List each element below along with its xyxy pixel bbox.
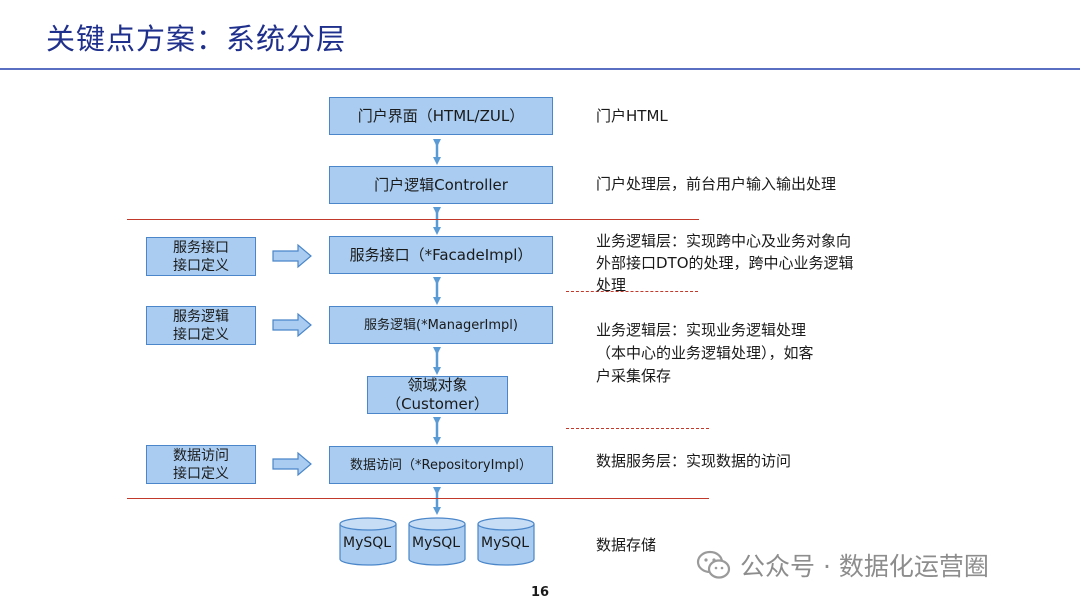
annotation-biz-layer-1-line3: 处理 <box>596 276 627 294</box>
data-access-def-line1: 数据访问 <box>173 447 229 464</box>
service-interface-def-line1: 服务接口 <box>173 239 229 256</box>
page-number: 16 <box>530 585 550 600</box>
block-arrow-dataaccess-def <box>272 451 312 477</box>
annotation-biz-layer-1-line2: 外部接口DTO的处理，跨中心业务逻辑 <box>596 254 854 272</box>
annotation-portal-layer: 门户处理层，前台用户输入输出处理 <box>596 175 837 193</box>
service-interface-def-line2: 接口定义 <box>173 257 229 274</box>
service-interface-def-box: 服务接口 接口定义 <box>146 237 256 276</box>
service-interface-label: 服务接口（*FacadeImpl） <box>349 245 533 264</box>
database-cylinder-3-icon <box>477 517 535 566</box>
block-arrow-interface-def <box>272 243 312 269</box>
portal-ui-box: 门户界面（HTML/ZUL） <box>329 97 553 135</box>
watermark-text: 公众号 · 数据化运营圈 <box>740 552 989 581</box>
service-logic-box: 服务逻辑(*ManagerImpl) <box>329 306 553 344</box>
domain-object-box: 领域对象 （Customer） <box>367 376 508 414</box>
portal-controller-label: 门户逻辑Controller <box>374 175 508 194</box>
data-access-label: 数据访问（*RepositoryImpl） <box>350 457 532 473</box>
annotation-data-storage: 数据存储 <box>596 536 657 554</box>
service-logic-def-box: 服务逻辑 接口定义 <box>146 306 256 345</box>
database-cylinder-2-icon <box>408 517 466 566</box>
divider-dashed-1 <box>566 291 698 292</box>
domain-object-label-line2: （Customer） <box>386 395 489 413</box>
portal-ui-label: 门户界面（HTML/ZUL） <box>357 106 525 125</box>
divider-business-data <box>127 498 709 499</box>
annotation-biz-layer-2-line3: 户采集保存 <box>596 367 672 385</box>
service-logic-def-line1: 服务逻辑 <box>173 308 229 325</box>
divider-presentation-business <box>127 219 699 220</box>
service-logic-label: 服务逻辑(*ManagerImpl) <box>364 317 518 333</box>
annotation-biz-layer-2-line1: 业务逻辑层：实现业务逻辑处理 <box>596 321 807 339</box>
annotation-biz-layer-2-line2: （本中心的业务逻辑处理），如客 <box>596 344 814 362</box>
block-arrow-logic-def <box>272 312 312 338</box>
database-cylinder-1-icon <box>339 517 397 566</box>
wechat-icon <box>696 550 731 579</box>
domain-object-label-line1: 领域对象 <box>407 376 468 394</box>
annotation-portal-html: 门户HTML <box>596 107 668 125</box>
service-interface-box: 服务接口（*FacadeImpl） <box>329 236 553 274</box>
slide-title: 关键点方案：系统分层 <box>46 22 347 56</box>
annotation-data-service-layer: 数据服务层：实现数据的访问 <box>596 452 792 470</box>
database-label-3: MySQL <box>481 535 530 551</box>
wechat-watermark: 公众号 · 数据化运营圈 <box>696 549 989 581</box>
database-label-1: MySQL <box>343 535 392 551</box>
title-divider <box>0 68 1080 70</box>
portal-controller-box: 门户逻辑Controller <box>329 166 553 204</box>
service-logic-def-line2: 接口定义 <box>173 326 229 343</box>
data-access-box: 数据访问（*RepositoryImpl） <box>329 446 553 484</box>
database-label-2: MySQL <box>412 535 461 551</box>
data-access-def-line2: 接口定义 <box>173 465 229 482</box>
data-access-def-box: 数据访问 接口定义 <box>146 445 256 484</box>
annotation-biz-layer-2: 业务逻辑层：实现业务逻辑处理 （本中心的业务逻辑处理），如客 户采集保存 <box>596 319 814 388</box>
annotation-biz-layer-1: 业务逻辑层：实现跨中心及业务对象向 外部接口DTO的处理，跨中心业务逻辑 处理 <box>596 230 854 296</box>
divider-dashed-2 <box>566 428 709 429</box>
annotation-biz-layer-1-line1: 业务逻辑层：实现跨中心及业务对象向 <box>596 232 852 250</box>
